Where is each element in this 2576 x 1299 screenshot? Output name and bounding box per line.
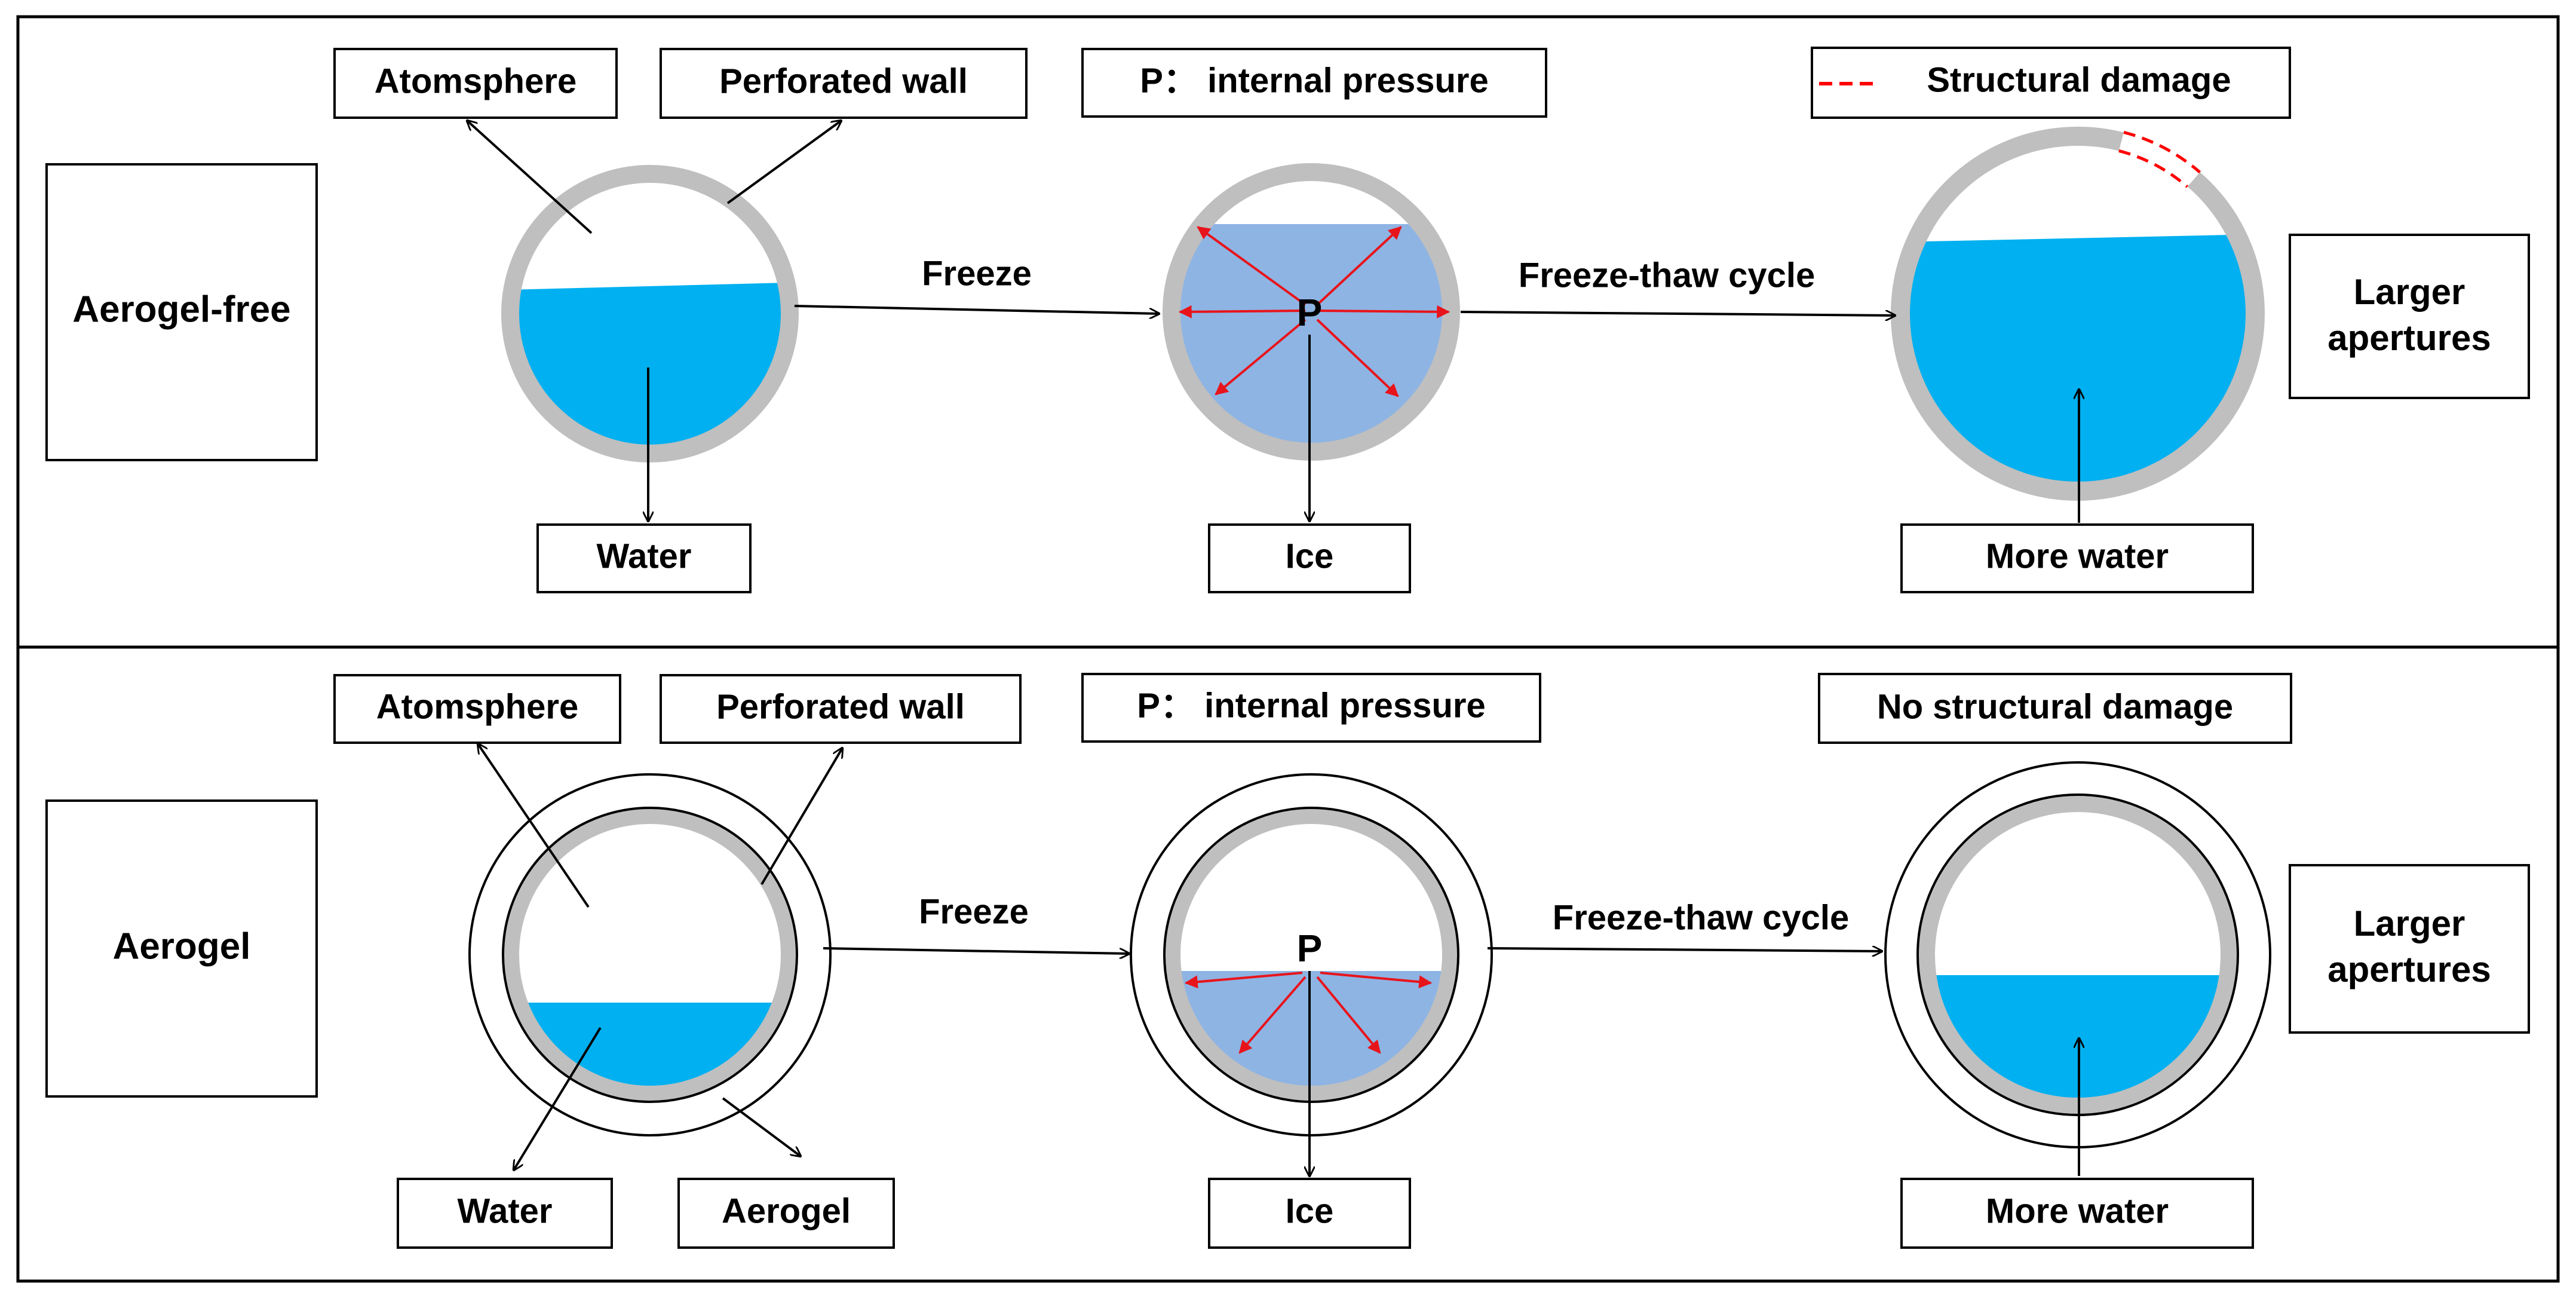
bottom-atmosphere-arrow — [478, 744, 590, 908]
bottom-atmosphere-box: Atomsphere — [333, 674, 621, 744]
bottom-result-line2: apertures — [2327, 949, 2491, 989]
bottom-aerogel-label: Aerogel — [722, 1191, 851, 1230]
bottom-freeze-label: Freeze — [919, 892, 1029, 931]
top-side-label-box: Aerogel-free — [45, 163, 318, 461]
no-damage-label: No structural damage — [1877, 687, 2233, 726]
bottom-cycle-arrow — [1487, 948, 1882, 951]
bottom-cycle-label: Freeze-thaw cycle — [1553, 898, 1849, 937]
top-pore-ice: P — [1163, 163, 1460, 461]
damage-legend-box: Structural damage — [1811, 47, 2291, 119]
top-water-box: Water — [536, 523, 752, 593]
bottom-pressure-symbol: P — [1297, 927, 1323, 970]
panel-aerogel — [16, 645, 2560, 1283]
bottom-pore-water — [468, 773, 832, 1136]
top-pore-wall — [501, 165, 799, 462]
bottom-ice-box: Ice — [1208, 1178, 1411, 1249]
bottom-more-water-box: More water — [1900, 1178, 2254, 1249]
bottom-atmosphere-label: Atomsphere — [376, 687, 578, 726]
top-pressure-label-box: P： internal pressure — [1081, 48, 1547, 118]
bottom-result-line1: Larger — [2354, 903, 2465, 943]
top-atmosphere-arrow — [467, 121, 593, 234]
top-freeze-label: Freeze — [922, 254, 1032, 293]
bottom-water-arrow — [514, 1027, 602, 1170]
damage-legend-label: Structural damage — [1927, 60, 2231, 99]
bottom-perforated-wall-label: Perforated wall — [716, 687, 965, 726]
top-more-water-box: More water — [1900, 523, 2254, 593]
top-more-water-label: More water — [1986, 537, 2169, 575]
bottom-freeze-arrow — [823, 947, 1129, 954]
bottom-pressure-label: P： internal pressure — [1137, 686, 1485, 725]
top-more-water-fill — [1909, 234, 2247, 483]
bottom-ice-label: Ice — [1286, 1191, 1334, 1230]
bottom-wall-arrow — [760, 748, 842, 886]
damage-dash-outer — [2123, 130, 2201, 174]
top-ice-fill — [1179, 224, 1444, 445]
top-atmosphere-box: Atomsphere — [333, 48, 618, 119]
bottom-result-box: Larger apertures — [2289, 864, 2530, 1034]
top-perforated-wall-box: Perforated wall — [660, 48, 1028, 119]
bottom-pore-intact — [1884, 761, 2271, 1148]
bottom-pressure-label-box: P： internal pressure — [1081, 673, 1541, 743]
bottom-water-box: Water — [397, 1178, 613, 1249]
top-pore-wall-ice — [1163, 163, 1460, 461]
top-wall-arrow — [726, 121, 841, 204]
bottom-pressure-arrows — [1184, 972, 1433, 1054]
top-ice-box: Ice — [1208, 523, 1411, 593]
top-perforated-wall-label: Perforated wall — [719, 62, 968, 100]
damage-gap — [2118, 131, 2201, 188]
bottom-aerogel-box: Aerogel — [677, 1178, 895, 1249]
bottom-more-water-label: More water — [1986, 1191, 2169, 1230]
bottom-aerogel-arrow — [722, 1097, 801, 1156]
bottom-water-label: Water — [458, 1191, 553, 1230]
top-pressure-arrows — [1178, 226, 1450, 397]
top-cycle-label: Freeze-thaw cycle — [1519, 256, 1815, 295]
top-atmosphere-label: Atomsphere — [375, 62, 576, 100]
top-pressure-label: P： internal pressure — [1140, 61, 1488, 100]
top-side-label: Aerogel-free — [72, 289, 290, 330]
top-cycle-arrow — [1460, 312, 1895, 315]
top-result-box: Larger apertures — [2289, 234, 2530, 399]
bottom-pore-wall — [504, 808, 796, 1101]
top-freeze-arrow — [794, 305, 1159, 314]
bottom-side-label-box: Aerogel — [45, 799, 318, 1098]
no-damage-box: No structural damage — [1818, 673, 2292, 744]
bottom-perforated-wall-box: Perforated wall — [660, 674, 1022, 744]
bottom-pore-ice: P — [1130, 773, 1493, 1136]
top-ice-label: Ice — [1286, 537, 1334, 575]
top-pressure-symbol: P — [1297, 291, 1323, 334]
bottom-side-label: Aerogel — [113, 926, 251, 967]
top-pore-damaged — [1891, 127, 2265, 501]
top-result-line1: Larger — [2354, 272, 2465, 312]
top-water-label: Water — [597, 537, 692, 575]
damage-dash-inner — [2118, 149, 2189, 188]
top-result-line2: apertures — [2327, 318, 2491, 358]
bottom-pore-wall-ice — [1165, 808, 1458, 1101]
